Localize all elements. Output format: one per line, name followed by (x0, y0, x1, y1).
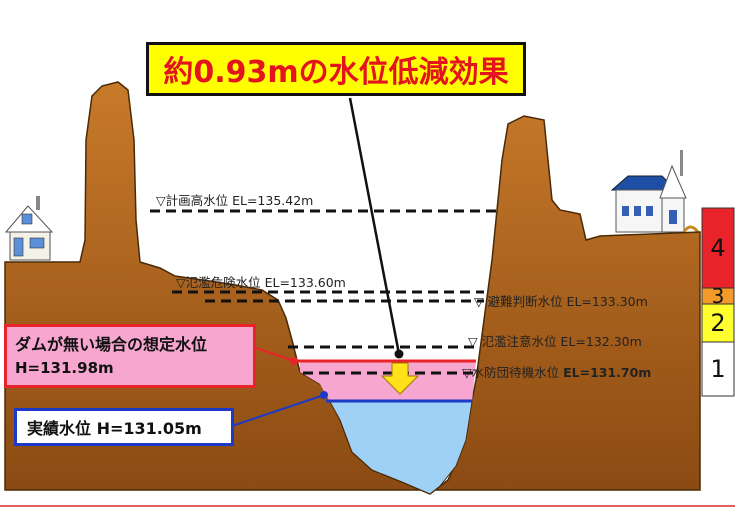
assumed-connector (255, 347, 295, 362)
headline-pointer-line (348, 97, 401, 355)
actual-marker (320, 391, 328, 399)
assumed-water-title: ダムが無い場合の想定水位 (15, 335, 208, 354)
assumed-marker (290, 357, 298, 365)
flood-caution-label: ▽ 氾濫注意水位 EL=132.30m (468, 334, 642, 349)
planned-high-water-label: ▽計画高水位 EL=135.42m (156, 193, 314, 208)
level-4-cell-bg (701, 207, 735, 289)
flood-standby-prefix: ▽水防団待機水位 (462, 365, 564, 380)
actual-connector (231, 394, 325, 427)
evacuation-judgment-label: ▽ 避難判断水位 EL=133.30m (474, 294, 648, 309)
actual-water-area (329, 401, 473, 495)
flood-danger-water-label: ▽氾濫危険水位 EL=133.60m (176, 275, 346, 290)
level-1-cell-bg (701, 341, 735, 397)
headline-text: 約0.93mの水位低減効果 (163, 55, 509, 90)
right-house-icon (610, 150, 700, 233)
level-1-label: 1 (710, 355, 726, 383)
actual-water-text: 実績水位 H=131.05m (27, 419, 202, 438)
level-3-label: 3 (711, 284, 725, 308)
headline-box: 約0.93mの水位低減効果 (146, 42, 526, 96)
assumed-water-value: H=131.98m (15, 359, 114, 377)
headline-pointer-dot (394, 349, 404, 359)
level-4-label: 4 (710, 234, 726, 262)
down-arrow-icon (380, 362, 420, 395)
bottom-divider (0, 505, 735, 507)
actual-water-box: 実績水位 H=131.05m (14, 408, 234, 446)
left-house-icon (4, 196, 54, 261)
assumed-water-box: ダムが無い場合の想定水位 H=131.98m (4, 324, 256, 388)
flood-standby-value: EL=131.70m (563, 365, 652, 380)
level-2-label: 2 (710, 309, 726, 337)
flood-standby-label: ▽水防団待機水位 EL=131.70m (462, 362, 651, 381)
